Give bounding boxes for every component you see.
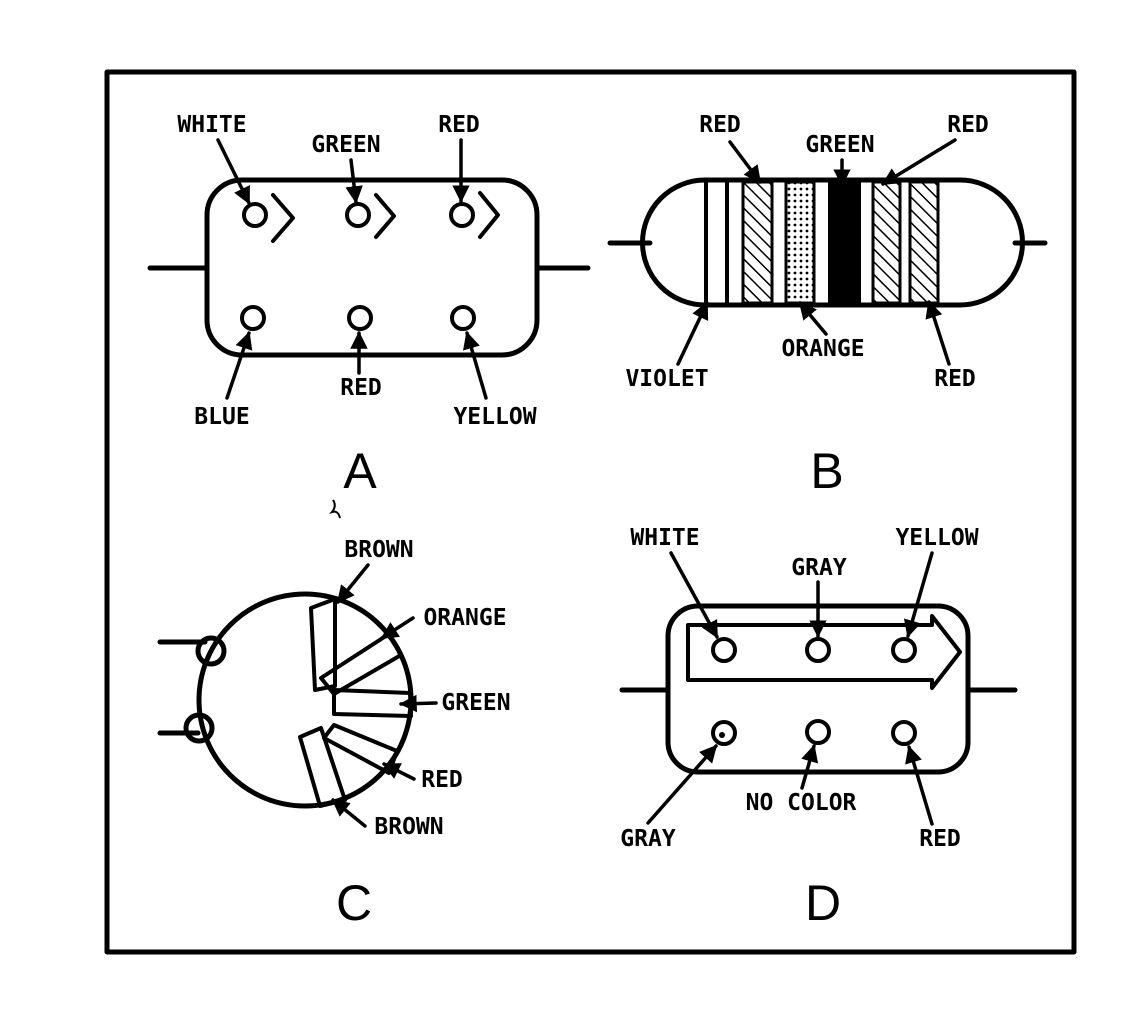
label-red-bottom: RED [934, 366, 976, 392]
arrow [216, 138, 251, 205]
dot-red-bottom [347, 305, 373, 331]
dot-green [345, 202, 371, 228]
label-red-bottom: RED [340, 375, 382, 401]
arrow [728, 140, 762, 184]
capacitor-body [204, 177, 540, 358]
chevron-icon [374, 193, 396, 239]
arrow [800, 744, 819, 790]
panel-letter-a: A [343, 443, 377, 499]
label-orange: ORANGE [781, 336, 864, 362]
arrow [925, 300, 951, 366]
dot-red [891, 720, 917, 746]
label-yellow: YELLOW [895, 525, 978, 551]
label-green: GREEN [311, 132, 380, 158]
dot-white [711, 637, 737, 663]
label-blue: BLUE [194, 404, 249, 430]
band-brown [309, 597, 337, 692]
chevron-icon [478, 191, 500, 239]
panel-d: WHITE GRAY YELLOW GRAY NO COLOR RED D [619, 525, 1018, 931]
label-green: GREEN [441, 690, 510, 716]
band-red [741, 180, 774, 305]
label-red: RED [699, 112, 741, 138]
dot-gray-center [719, 732, 725, 738]
label-gray: GRAY [791, 555, 847, 581]
band-brown [298, 726, 347, 808]
panel-letter-d: D [805, 875, 841, 931]
label-red: RED [947, 112, 989, 138]
label-violet: VIOLET [625, 366, 708, 392]
arrow [399, 694, 438, 713]
dot-no-color [805, 719, 831, 745]
panel-letter-b: B [810, 443, 843, 499]
dot-red [449, 202, 475, 228]
arrow [382, 762, 416, 781]
chevron-icon [271, 193, 295, 243]
lead-knob [195, 635, 227, 667]
dot-gray [805, 637, 831, 663]
arrow [881, 138, 957, 186]
panel-letter-c: C [336, 875, 372, 931]
arrow [380, 616, 415, 640]
label-white: WHITE [630, 525, 699, 551]
band-green [828, 182, 861, 303]
label-orange: ORANGE [423, 605, 506, 631]
dot-yellow [450, 305, 476, 331]
band-orange [784, 180, 816, 305]
label-red-bottom: RED [919, 826, 961, 852]
arrow [225, 331, 253, 400]
label-brown: BROWN [344, 537, 413, 563]
label-green: GREEN [805, 132, 874, 158]
label-gray-bottom: GRAY [620, 826, 676, 852]
band-orange [319, 632, 403, 696]
disc-body [196, 591, 414, 809]
band-red [908, 180, 940, 305]
arrow [463, 331, 488, 400]
arrow [903, 551, 934, 638]
outer-frame [104, 69, 1077, 955]
arrow [646, 744, 718, 825]
label-red: RED [438, 112, 480, 138]
arrow [905, 745, 934, 826]
label-no-color: NO COLOR [746, 790, 857, 816]
arrow [669, 551, 719, 639]
panel-c: BROWN ORANGE GREEN RED BROWN C [157, 537, 511, 931]
band-red [871, 180, 902, 305]
panel-b: RED GREEN RED VIOLET ORANGE RED B [607, 112, 1048, 499]
dot-yellow [891, 637, 917, 663]
panel-a: WHITE GREEN RED BLUE RED YELLOW A [147, 112, 591, 499]
label-red: RED [421, 767, 463, 793]
arrow [345, 158, 363, 204]
arrow [798, 301, 828, 336]
scan-speck [328, 499, 341, 519]
band-green [332, 688, 413, 718]
dot-blue [240, 305, 266, 331]
dot-white [242, 202, 268, 228]
arrow [336, 563, 370, 604]
arrow [676, 301, 709, 366]
label-brown-bottom: BROWN [374, 814, 443, 840]
direction-arrow-band [686, 614, 962, 690]
label-yellow: YELLOW [453, 404, 536, 430]
arrow [331, 798, 367, 828]
resistor-body [640, 177, 1025, 308]
label-white: WHITE [177, 112, 246, 138]
